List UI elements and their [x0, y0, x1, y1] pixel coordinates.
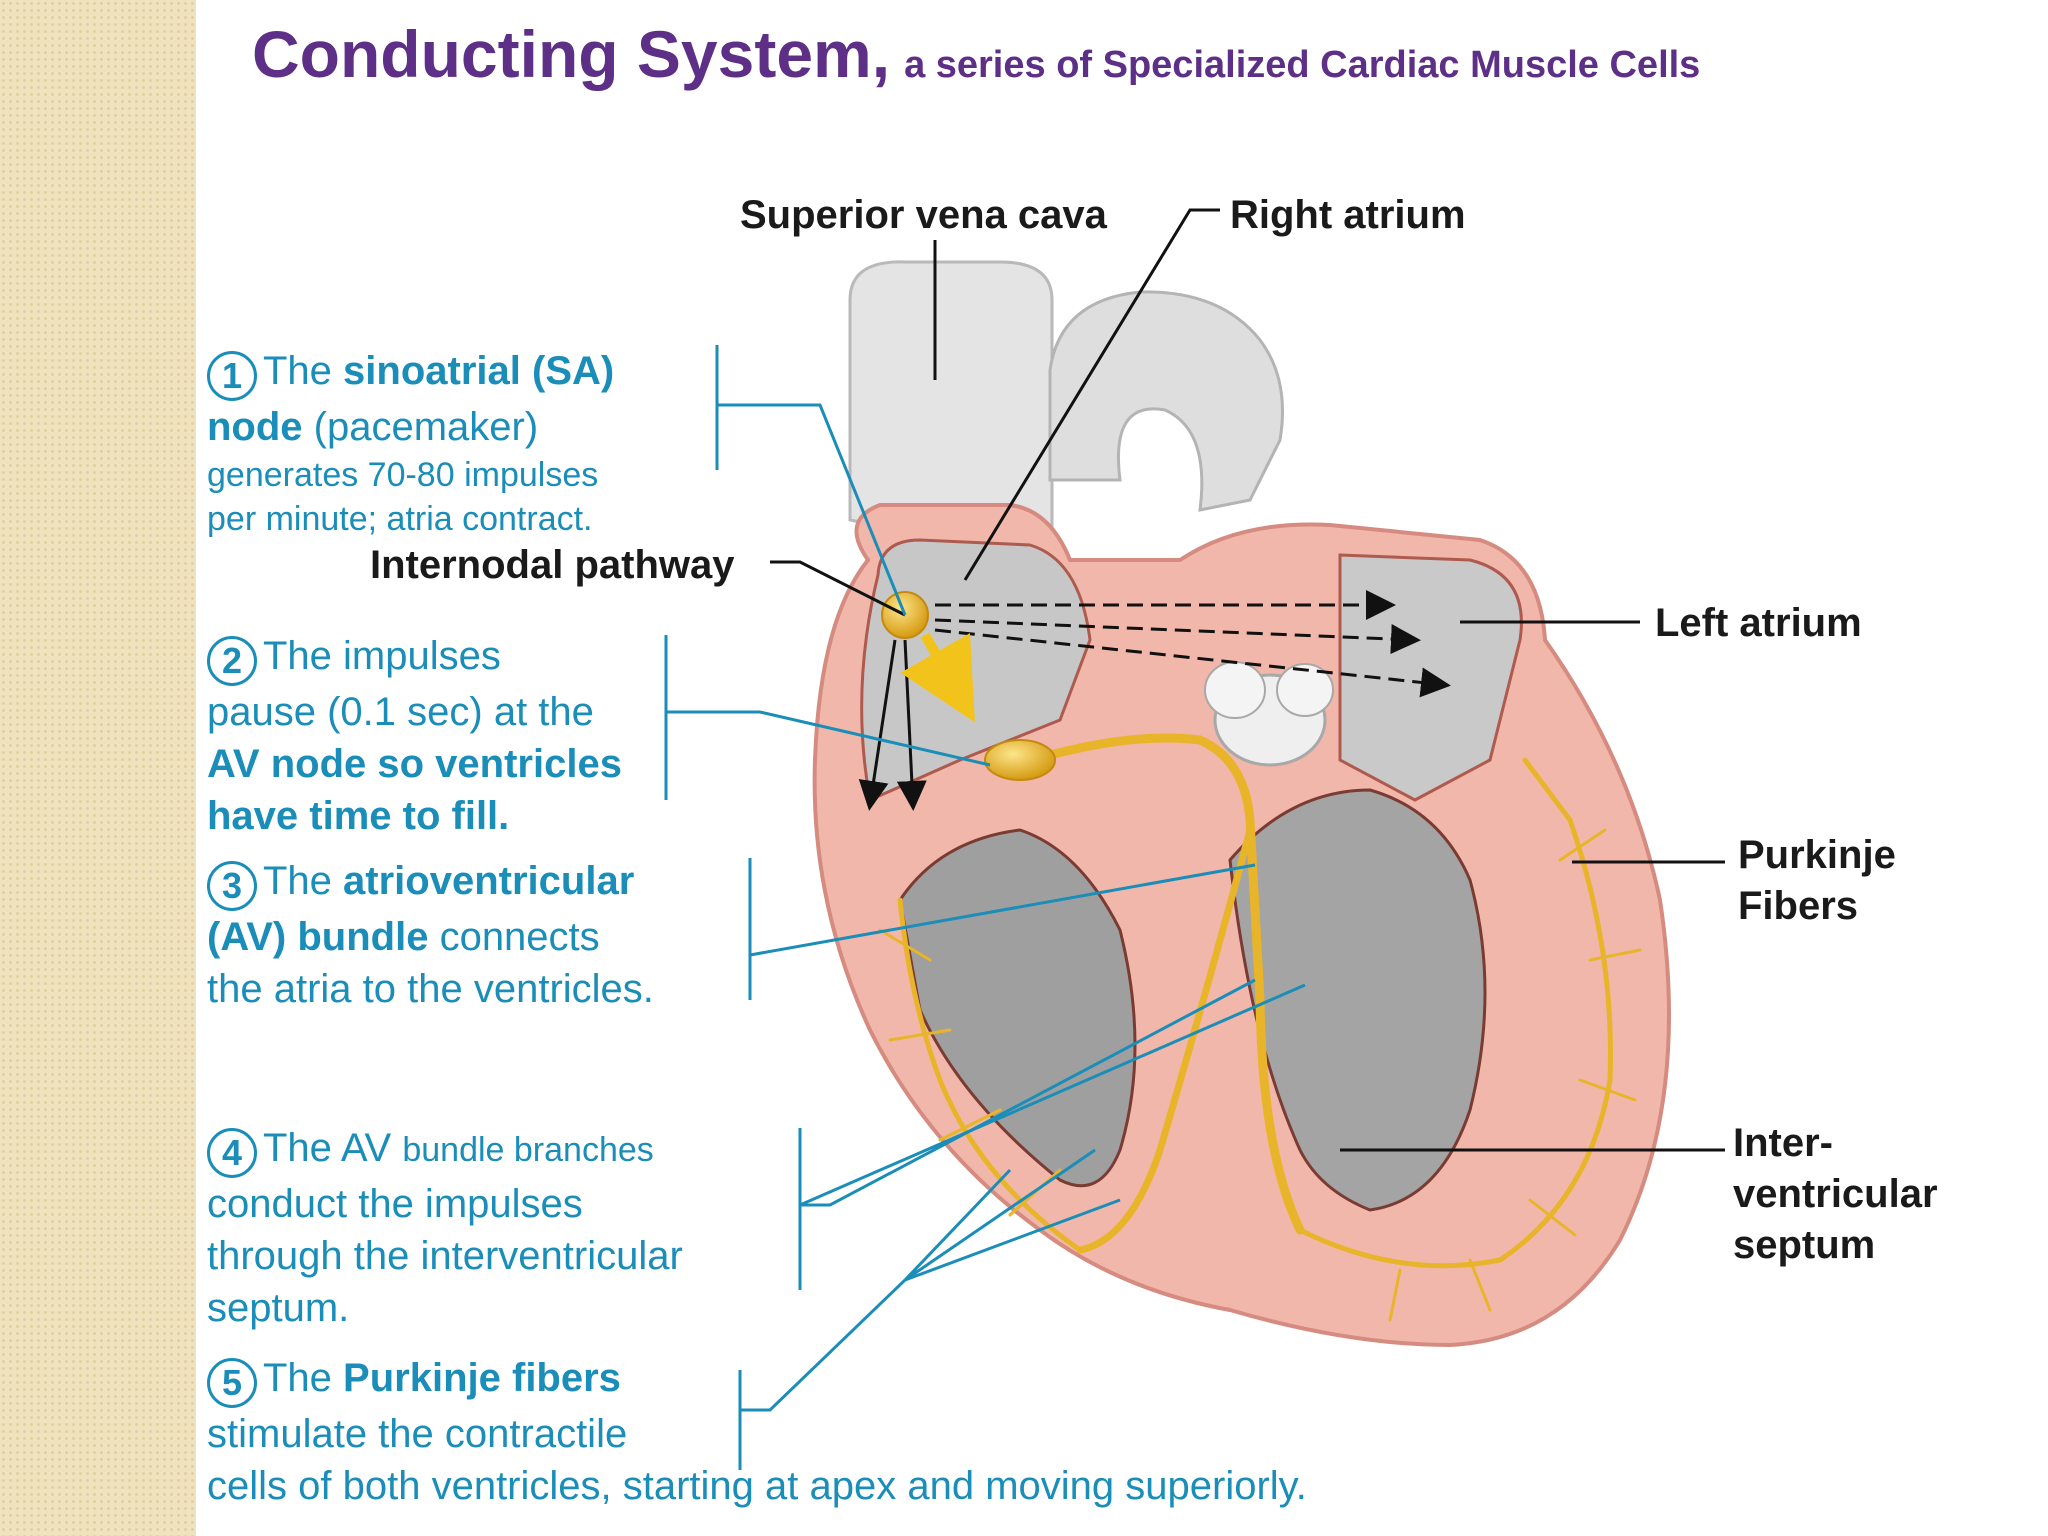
step-1-text-a: The — [263, 349, 344, 393]
step-2-bold-line3: AV node so ventricles — [207, 742, 622, 786]
step-3-bold-b: (AV) bundle — [207, 915, 429, 959]
step-2-line4: have time to fill. — [207, 790, 622, 842]
blue-step-brackets — [664, 345, 1306, 1470]
conduction-pathway — [878, 733, 1642, 1322]
label-internodal-pathway: Internodal pathway — [370, 543, 735, 587]
step-2-line2: pause (0.1 sec) at the — [207, 690, 594, 734]
step-2-bold-line4: have time to fill. — [207, 794, 510, 838]
step-4-number: 4 — [207, 1128, 257, 1178]
title-subtitle: a series of Specialized Cardiac Muscle C… — [904, 44, 1701, 86]
decorative-side-strip — [0, 0, 196, 1536]
great-vessels — [848, 260, 1284, 562]
step-1-bold-b: node — [207, 405, 303, 449]
step-4-small-a: bundle branches — [402, 1131, 654, 1169]
step-5-bold-a: Purkinje fibers — [343, 1356, 621, 1400]
step-4-line3: through the interventricular — [207, 1234, 683, 1278]
step-3-text-b: connects — [428, 915, 600, 959]
step-4-line4: septum. — [207, 1286, 350, 1330]
label-purkinje-fibers-line2: Fibers — [1738, 884, 1859, 929]
sa-to-av-arrow — [900, 632, 975, 723]
label-septum-line2: ventricular — [1733, 1172, 1938, 1217]
step-3-text-a: The — [263, 859, 344, 903]
step-2-line3: AV node so ventricles — [207, 738, 622, 790]
step-5-text-a: The — [263, 1356, 344, 1400]
label-left-atrium: Left atrium — [1655, 601, 1862, 645]
step-3-bold-a: atrioventricular — [343, 859, 635, 903]
step-3-line3: the atria to the ventricles. — [207, 967, 654, 1011]
label-purkinje-fibers: Purkinje Fibers — [1738, 830, 1896, 932]
step-1-text-b: (pacemaker) — [302, 405, 539, 449]
step-5-number: 5 — [207, 1358, 257, 1408]
step-2-number: 2 — [207, 636, 257, 686]
black-leader-lines — [770, 208, 1725, 1152]
step-1-line4: per minute; atria contract. — [207, 500, 593, 539]
step-2-text-line1: The impulses — [263, 634, 501, 678]
step-3-line2: (AV) bundle connects — [207, 911, 654, 963]
step-1-line2: node (pacemaker) — [207, 401, 614, 453]
label-septum-line3: septum — [1733, 1223, 1876, 1268]
step-4-line2: conduct the impulses — [207, 1182, 583, 1226]
step-4-text-a: The AV — [263, 1126, 403, 1170]
label-purkinje-fibers-line1: Purkinje — [1738, 833, 1896, 877]
label-right-atrium: Right atrium — [1230, 193, 1466, 237]
step-5-line2: stimulate the contractile — [207, 1412, 628, 1456]
page-title: Conducting System, a series of Specialize… — [252, 16, 1700, 92]
step-1-number: 1 — [207, 351, 257, 401]
av-node — [984, 739, 1056, 781]
step-5-line3: cells of both ventricles, starting at ap… — [207, 1464, 1307, 1508]
step-1-line3: generates 70-80 impulses — [207, 456, 599, 494]
title-main: Conducting System, — [252, 17, 891, 91]
label-superior-vena-cava: Superior vena cava — [740, 193, 1107, 237]
step-1-bold-a: sinoatrial (SA) — [343, 349, 615, 393]
label-interventricular-septum: Inter- ventricular septum — [1733, 1118, 1938, 1272]
label-septum-line1: Inter- — [1733, 1121, 1833, 1165]
step-3-number: 3 — [207, 861, 257, 911]
